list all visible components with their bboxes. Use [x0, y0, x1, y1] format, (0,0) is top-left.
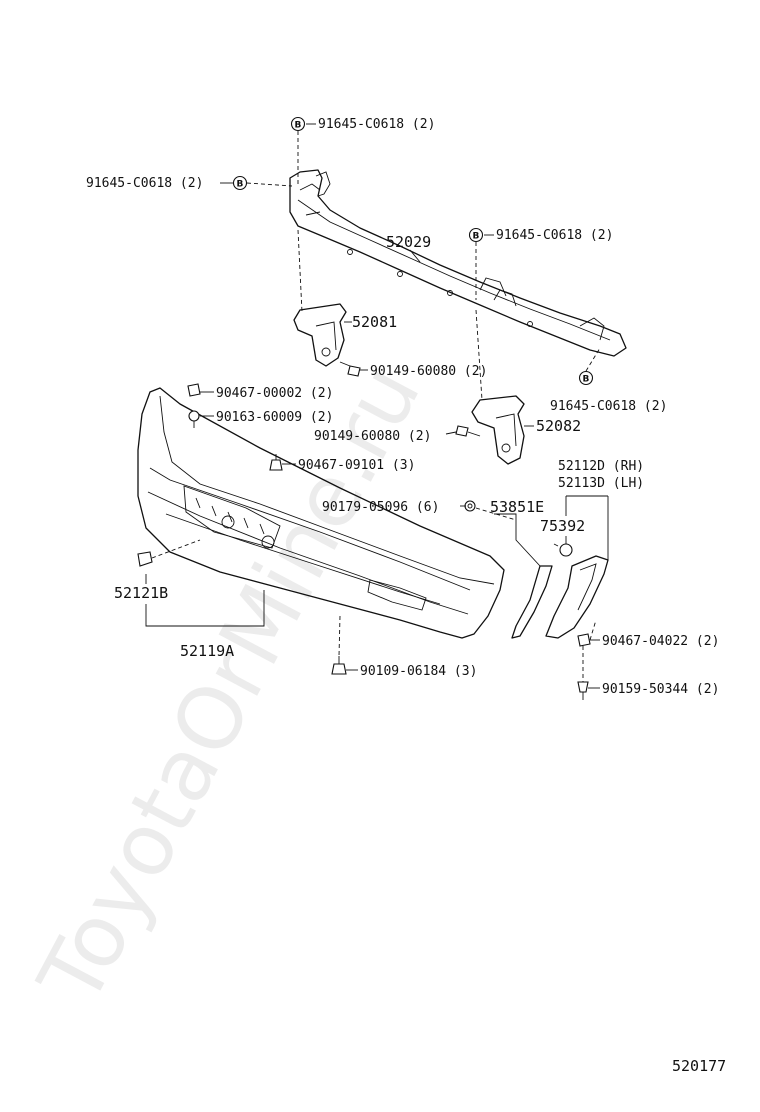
retainer-75392-icon — [553, 543, 573, 557]
clip-90109-icon — [331, 656, 347, 675]
label-bolt-b-mid: 91645-C0618 (2) — [496, 228, 613, 243]
label-bracket-left: 52081 — [352, 313, 397, 331]
label-clip-top: 90467-00002 (2) — [216, 386, 333, 401]
fasteners: B B B B — [137, 116, 594, 700]
svg-text:B: B — [295, 121, 302, 131]
label-clip-bottom: 90109-06184 (3) — [360, 664, 477, 679]
svg-text:B: B — [583, 375, 590, 385]
label-bolt-b-left: 91645-C0618 (2) — [86, 176, 203, 191]
label-reinforcement: 52029 — [386, 233, 431, 251]
label-clip-ext: 90467-04022 (2) — [602, 634, 719, 649]
svg-text:B: B — [237, 180, 244, 190]
b-marker-left-icon: B — [232, 175, 248, 191]
assembly-lines — [151, 131, 601, 682]
label-bolt-left: 90149-60080 (2) — [370, 364, 487, 379]
clip-90467-09101-icon — [269, 454, 283, 471]
part-labels: 91645-C0618 (2) 91645-C0618 (2) 91645-C0… — [86, 117, 719, 697]
bumper-extension-52112D — [545, 555, 609, 639]
label-screw-top: 90163-60009 (2) — [216, 410, 333, 425]
diagram-number: 520177 — [672, 1057, 726, 1075]
screw-90163-icon — [188, 410, 200, 428]
moulding-53851E — [511, 565, 553, 639]
clip-90467-00002-icon — [187, 383, 201, 397]
label-cover-plug: 52121B — [114, 584, 168, 602]
label-screw-ext: 90159-50344 (2) — [602, 682, 719, 697]
bracket-52081 — [293, 303, 347, 367]
label-extension-lh: 52113D (LH) — [558, 476, 644, 491]
screw-90159-icon — [577, 681, 589, 700]
leader-lines — [145, 123, 609, 689]
label-clip-mid: 90467-09101 (3) — [298, 458, 415, 473]
b-marker-mid-icon: B — [468, 227, 484, 243]
label-extension-rh: 52112D (RH) — [558, 459, 644, 474]
label-bolt-b-right: 91645-C0618 (2) — [550, 399, 667, 414]
bumper-reinforcement-52029 — [289, 169, 627, 357]
label-retainer: 75392 — [540, 517, 585, 535]
bumper-cover-52119A — [137, 387, 505, 639]
nut-90179-icon — [464, 500, 476, 512]
label-nut: 90179-05096 (6) — [322, 500, 439, 515]
watermark: ToyotaOrMine.ru — [20, 349, 440, 1020]
b-marker-right-icon: B — [578, 370, 594, 386]
b-marker-top-icon: B — [290, 116, 306, 132]
bracket-52082 — [471, 395, 525, 465]
bolt-90149-left-icon — [339, 361, 361, 377]
label-moulding: 53851E — [490, 498, 544, 516]
label-bolt-b-top: 91645-C0618 (2) — [318, 117, 435, 132]
clip-90467-04022-icon — [577, 633, 591, 647]
label-bracket-right: 52082 — [536, 417, 581, 435]
plug-52121B-icon — [137, 551, 153, 567]
label-bumper-cover: 52119A — [180, 642, 234, 660]
bolt-90149-right-icon — [455, 425, 481, 437]
label-bolt-right: 90149-60080 (2) — [314, 429, 431, 444]
svg-text:B: B — [473, 232, 480, 242]
